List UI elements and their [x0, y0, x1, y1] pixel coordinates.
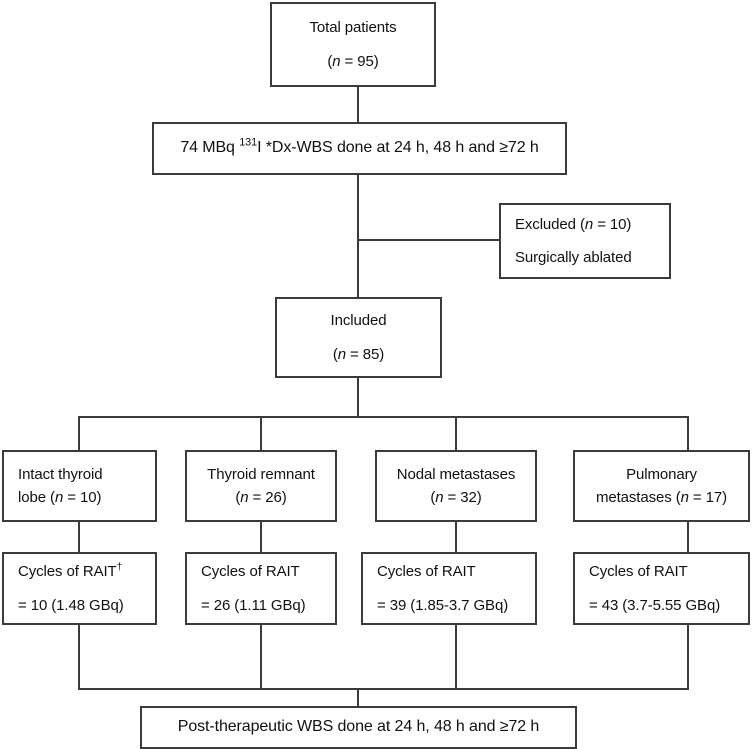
node-group-nodal-metastases: Nodal metastases (n = 32) — [375, 450, 537, 522]
dagger-icon: † — [116, 562, 123, 574]
post-wbs-label: Post-therapeutic WBS done at 24 h, 48 h … — [177, 718, 540, 736]
node-group-thyroid-remnant: Thyroid remnant (n = 26) — [185, 450, 337, 522]
node-group-pulmonary-metastases: Pulmonary metastases (n = 17) — [573, 450, 750, 522]
rait2-label: Cycles of RAIT — [201, 563, 300, 581]
node-rait-pulmonary-metastases: Cycles of RAIT = 43 (3.7-5.55 GBq) — [573, 552, 750, 625]
dx-wbs-label: 74 MBq 131I *Dx-WBS done at 24 h, 48 h a… — [180, 136, 539, 157]
group4-count: metastases (n = 17) — [595, 489, 728, 506]
connector-group-bus — [78, 416, 689, 418]
node-post-therapeutic-wbs: Post-therapeutic WBS done at 24 h, 48 h … — [140, 706, 577, 749]
group2-label: Thyroid remnant — [207, 465, 315, 483]
rait4-label: Cycles of RAIT — [589, 563, 688, 581]
connector-bus-to-group1 — [78, 416, 80, 450]
total-patients-count: (n = 95) — [327, 52, 379, 70]
excluded-count: Excluded (n = 10) — [515, 215, 632, 233]
group3-count: (n = 32) — [430, 489, 482, 506]
connector-rait3-down — [455, 625, 457, 689]
rait2-value: = 26 (1.11 GBq) — [201, 596, 306, 614]
group1-label: Intact thyroid — [18, 465, 103, 483]
connector-group1-to-rait1 — [78, 522, 80, 552]
connector-bus-to-postwbs — [357, 688, 359, 706]
connector-included-down — [357, 378, 359, 417]
rait3-label: Cycles of RAIT — [377, 563, 476, 581]
node-dx-wbs: 74 MBq 131I *Dx-WBS done at 24 h, 48 h a… — [152, 122, 567, 175]
node-total-patients: Total patients (n = 95) — [270, 2, 436, 87]
connector-rait1-down — [78, 625, 80, 689]
rait4-value: = 43 (3.7-5.55 GBq) — [589, 596, 721, 614]
connector-bus-to-group4 — [687, 416, 689, 450]
node-rait-nodal-metastases: Cycles of RAIT = 39 (1.85-3.7 GBq) — [361, 552, 537, 625]
connector-group2-to-rait2 — [260, 522, 262, 552]
connector-bus-to-group2 — [260, 416, 262, 450]
rait1-label: Cycles of RAIT† — [18, 562, 123, 581]
group3-label: Nodal metastases — [396, 465, 516, 483]
connector-group4-to-rait4 — [687, 522, 689, 552]
total-patients-label: Total patients — [309, 19, 397, 37]
group1-count: lobe (n = 10) — [18, 489, 102, 506]
connector-rait4-down — [687, 625, 689, 689]
connector-to-excluded — [357, 239, 501, 241]
connector-bus-to-group3 — [455, 416, 457, 450]
included-label: Included — [330, 312, 387, 330]
excluded-reason: Surgically ablated — [515, 249, 632, 266]
connector-dxwbs-down — [357, 175, 359, 316]
group4-label: Pulmonary — [626, 465, 697, 483]
rait3-value: = 39 (1.85-3.7 GBq) — [377, 596, 509, 614]
group2-count: (n = 26) — [235, 489, 287, 506]
connector-group3-to-rait3 — [455, 522, 457, 552]
connector-rait2-down — [260, 625, 262, 689]
node-rait-thyroid-remnant: Cycles of RAIT = 26 (1.11 GBq) — [185, 552, 337, 625]
connector-bottom-bus — [78, 688, 689, 690]
rait1-value: = 10 (1.48 GBq) — [18, 596, 124, 614]
node-included: Included (n = 85) — [275, 297, 442, 378]
included-count: (n = 85) — [332, 345, 385, 363]
node-rait-intact-thyroid-lobe: Cycles of RAIT† = 10 (1.48 GBq) — [2, 552, 157, 625]
connector-total-to-dxwbs — [357, 87, 359, 123]
node-excluded: Excluded (n = 10) Surgically ablated — [499, 203, 671, 279]
node-group-intact-thyroid-lobe: Intact thyroid lobe (n = 10) — [2, 450, 157, 522]
